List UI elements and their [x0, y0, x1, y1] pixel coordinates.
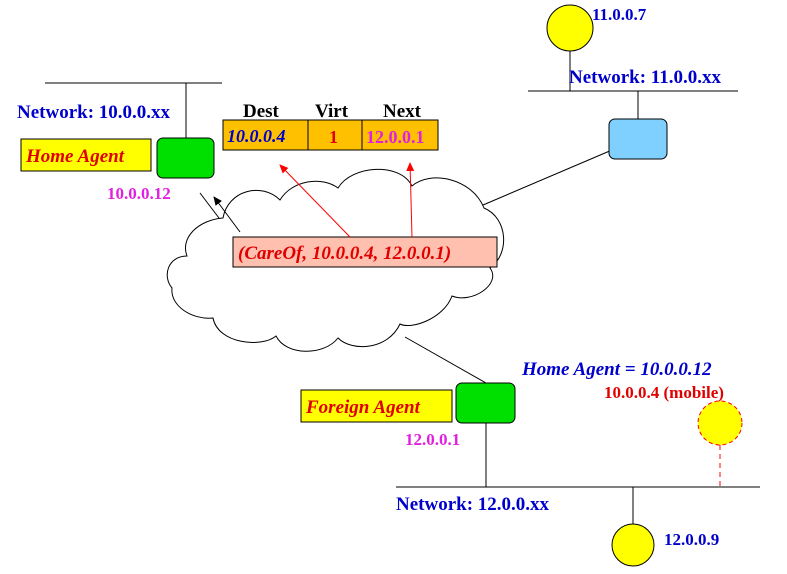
foreign-agent-label: Foreign Agent — [305, 397, 421, 418]
foreign-network-line — [396, 423, 760, 525]
arrow-message-to-dest — [279, 164, 351, 238]
link-home-router-cloud — [199, 192, 223, 223]
host-remote-ip: 11.0.0.7 — [592, 5, 647, 24]
table-cell-dest: 10.0.0.4 — [227, 126, 286, 146]
message-box — [232, 236, 498, 268]
home-agent-router — [156, 137, 215, 179]
home-agent-note: Home Agent = 10.0.0.12 — [521, 359, 712, 380]
host-remote — [546, 4, 594, 52]
table-header-virt: Virt — [315, 101, 349, 122]
foreign-network-label: Network: 12.0.0.xx — [396, 494, 550, 515]
home-agent-ip: 10.0.0.12 — [107, 184, 171, 203]
message-text: (CareOf, 10.0.0.4, 12.0.0.1) — [238, 243, 451, 264]
table-header-dest: Dest — [243, 101, 280, 122]
host-foreign — [611, 523, 655, 567]
foreign-agent-label-box — [300, 389, 453, 423]
arrow-to-home-agent — [213, 196, 241, 233]
mobile-label: 10.0.0.4 (mobile) — [604, 383, 724, 402]
table-header-next: Next — [383, 101, 422, 122]
link-remote-router-cloud — [482, 149, 613, 206]
foreign-agent-ip: 12.0.0.1 — [405, 430, 460, 449]
link-foreign-router-cloud — [404, 336, 487, 384]
home-network-line — [45, 82, 222, 138]
remote-network-label: Network: 11.0.0.xx — [569, 67, 721, 88]
home-agent-label: Home Agent — [25, 146, 125, 167]
home-network-label: Network: 10.0.0.xx — [17, 102, 171, 123]
arrow-message-to-next — [406, 162, 415, 238]
host-foreign-ip: 12.0.0.9 — [664, 530, 719, 549]
mobile-host — [697, 400, 743, 446]
remote-network-line — [528, 51, 738, 119]
home-agent-label-box — [20, 138, 152, 172]
remote-router — [608, 118, 668, 160]
table-cell-next: 12.0.0.1 — [366, 127, 425, 147]
routing-table — [222, 119, 439, 151]
table-cell-virt: 1 — [329, 127, 338, 147]
foreign-agent-router — [455, 382, 516, 424]
